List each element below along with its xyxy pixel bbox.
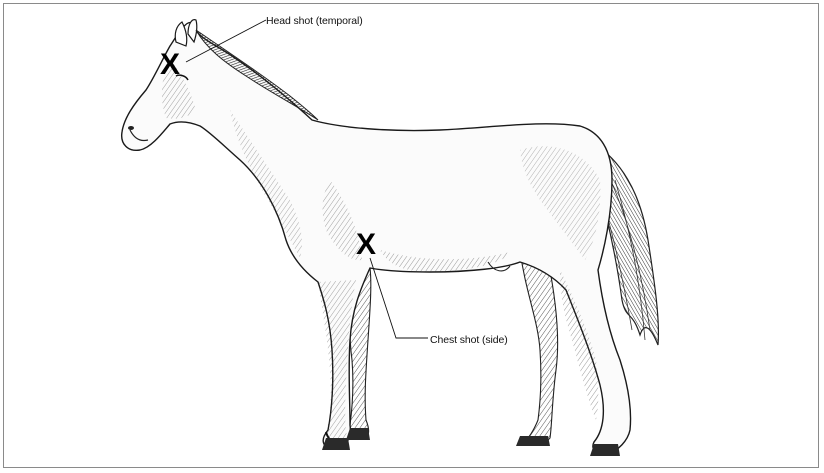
chest-shot-marker: X	[356, 230, 376, 260]
horse-hooves	[322, 428, 620, 456]
chest-shot-label: Chest shot (side)	[430, 334, 508, 346]
head-shot-marker: X	[160, 50, 180, 80]
horse-far-legs	[350, 250, 558, 444]
head-shot-label: Head shot (temporal)	[266, 15, 363, 27]
